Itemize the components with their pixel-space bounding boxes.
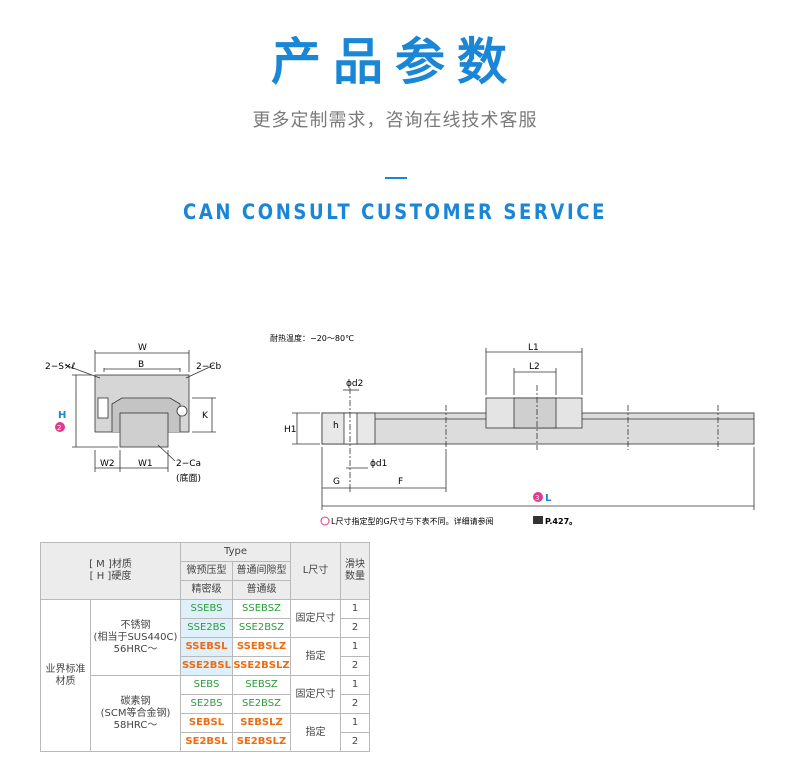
note-ref: P.427。 <box>545 517 577 526</box>
table-cell: SEBSZ <box>232 675 291 695</box>
note-text: L尺寸指定型的G尺寸与下表不同。详细请参阅 <box>331 516 494 526</box>
table-cell: SEBSL <box>180 713 233 733</box>
table-cell: 1 <box>340 599 370 619</box>
table-cell: SE2BS <box>180 694 233 714</box>
header-preload: 微预压型 <box>180 561 233 581</box>
dim-k: K <box>202 411 209 421</box>
ref-page-icon <box>533 516 543 524</box>
table-cell: SE2BSLZ <box>232 732 291 752</box>
table-cell: SEBSLZ <box>232 713 291 733</box>
dim-h: H <box>58 410 66 421</box>
dim-2s: 2−S×ℓ <box>45 362 75 372</box>
dim-b: B <box>138 360 144 370</box>
spec-table: [ M ]材质[ H ]硬度 Type L尺寸 滑块数量 微预压型 普通间隙型 … <box>40 542 370 752</box>
marker-2-icon <box>55 422 65 432</box>
table-cell: SSEBSZ <box>232 599 291 619</box>
table-cell: SE2BSZ <box>232 694 291 714</box>
title-divider <box>385 177 407 179</box>
header-material-hardness: [ M ]材质[ H ]硬度 <box>40 542 181 600</box>
table-cell: 2 <box>340 732 370 752</box>
header-ordinary: 普通级 <box>232 580 291 600</box>
dim-l1: L1 <box>528 343 539 353</box>
dim-g: G <box>333 477 340 487</box>
note-icon <box>320 516 330 526</box>
header-lsize: L尺寸 <box>290 542 341 600</box>
dim-d2: ϕd2 <box>346 379 363 389</box>
table-cell: SSEBSL <box>180 637 233 657</box>
table-cell: 1 <box>340 637 370 657</box>
dim-2cb: 2−Cb <box>196 362 222 372</box>
english-title: CAN CONSULT CUSTOMER SERVICE <box>182 200 608 224</box>
dim-w2: W2 <box>100 459 115 469</box>
table-cell: 1 <box>340 675 370 695</box>
dim-2ca: 2−Ca <box>176 459 201 469</box>
material-stainless: 不锈钢(相当于SUS440C)56HRC～ <box>90 599 181 676</box>
table-cell: 2 <box>340 618 370 638</box>
dim-h1: H1 <box>284 425 297 435</box>
dim-small-h: h <box>333 421 339 431</box>
dim-l2: L2 <box>529 362 540 372</box>
table-cell: SSE2BSZ <box>232 618 291 638</box>
table-cell: SSE2BSLZ <box>232 656 291 676</box>
group-industry: 业界标准材质 <box>40 599 91 752</box>
technical-drawing: 2−S×ℓ W B 2−Cb K 2 H W2 W1 2−Ca (底面) 耐热温… <box>45 333 755 526</box>
marker-3-label: 3 <box>535 494 539 502</box>
table-cell: SSE2BSL <box>180 656 233 676</box>
table-cell: 2 <box>340 656 370 676</box>
header-blocks: 滑块数量 <box>340 542 370 600</box>
dim-bottom: (底面) <box>176 472 201 484</box>
table-cell: SSEBS <box>180 599 233 619</box>
dim-f: F <box>398 477 403 487</box>
table-cell: 1 <box>340 713 370 733</box>
temp-range: 耐热温度：−20～80℃ <box>270 333 354 343</box>
header-normal: 普通间隙型 <box>232 561 291 581</box>
material-carbon: 碳素钢(SCM等合金钢)58HRC～ <box>90 675 181 752</box>
table-cell: SSE2BS <box>180 618 233 638</box>
header-type: Type <box>180 542 291 562</box>
table-cell: SE2BSL <box>180 732 233 752</box>
marker-2-label: 2 <box>57 424 61 432</box>
table-cell: 2 <box>340 694 370 714</box>
page-subtitle: 更多定制需求，咨询在线技术客服 <box>252 110 538 131</box>
dim-l: L <box>545 493 552 504</box>
lsize-fixed: 固定尺寸 <box>290 599 341 638</box>
table-cell: SSEBSLZ <box>232 637 291 657</box>
lsize-specified: 指定 <box>290 713 341 752</box>
page-title: 产品参数 <box>271 33 519 91</box>
lsize-specified: 指定 <box>290 637 341 676</box>
dim-d1: ϕd1 <box>370 459 387 469</box>
dim-w: W <box>138 343 147 353</box>
header-precision: 精密级 <box>180 580 233 600</box>
marker-3-icon <box>533 492 543 502</box>
lsize-fixed: 固定尺寸 <box>290 675 341 714</box>
dim-w1: W1 <box>138 459 153 469</box>
table-cell: SEBS <box>180 675 233 695</box>
